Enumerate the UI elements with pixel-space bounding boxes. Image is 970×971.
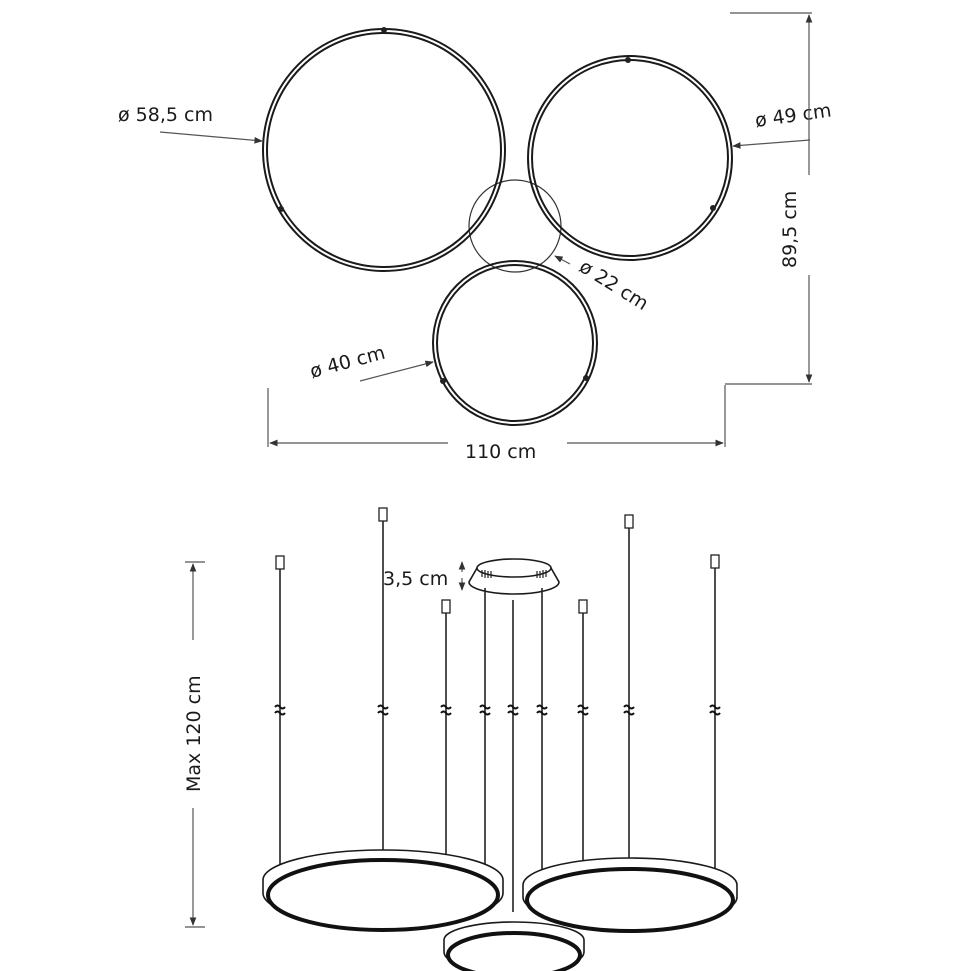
canopy-height-dimension: 3,5 cm (383, 561, 466, 591)
ring-medium-diameter-label: ø 49 cm (754, 99, 833, 131)
ring-small-top (432, 260, 598, 426)
ceiling-anchor-icon (710, 554, 720, 569)
cable-break-icon (440, 704, 452, 716)
leader-small (359, 360, 434, 382)
cable-break-icon (709, 704, 721, 716)
cable-break-icon (479, 704, 491, 716)
top-view: ø 58,5 cm ø 49 cm ø 22 cm ø 40 cm 110 cm… (118, 12, 833, 463)
cable-break-icon (274, 704, 286, 716)
cable-break-icon (536, 704, 548, 716)
ceiling-anchor-icon (441, 599, 451, 614)
ring-large-top (262, 27, 506, 272)
ring-large-side (262, 849, 504, 932)
cable-break-icon (377, 704, 389, 716)
ceiling-anchor-icon (378, 507, 388, 522)
cable-break-icon (507, 704, 519, 716)
ring-small-side (443, 921, 585, 971)
ceiling-anchor-icon (578, 599, 588, 614)
width-label: 110 cm (465, 441, 536, 463)
canopy-height-label: 3,5 cm (383, 568, 448, 590)
cable-break-icon (623, 704, 635, 716)
depth-dimension: 89,5 cm (725, 12, 813, 385)
width-dimension: 110 cm (267, 385, 726, 463)
leader-large (159, 131, 263, 144)
ring-large-diameter-label: ø 58,5 cm (118, 104, 213, 126)
depth-label: 89,5 cm (779, 191, 801, 268)
ring-medium-side (522, 857, 738, 933)
canopy-outline (468, 179, 562, 273)
leader-medium (732, 139, 811, 149)
cable-break-icon (577, 704, 589, 716)
ceiling-canopy (468, 558, 560, 595)
canopy-diameter-label: ø 22 cm (575, 256, 652, 315)
max-height-dimension: Max 120 cm (183, 561, 205, 928)
side-view: Max 120 cm 3,5 cm (183, 507, 738, 971)
leader-canopy (554, 255, 571, 265)
ceiling-anchor-icon (275, 555, 285, 570)
ring-medium-top (527, 55, 733, 261)
max-height-label: Max 120 cm (183, 675, 205, 792)
ceiling-anchor-icon (624, 514, 634, 529)
